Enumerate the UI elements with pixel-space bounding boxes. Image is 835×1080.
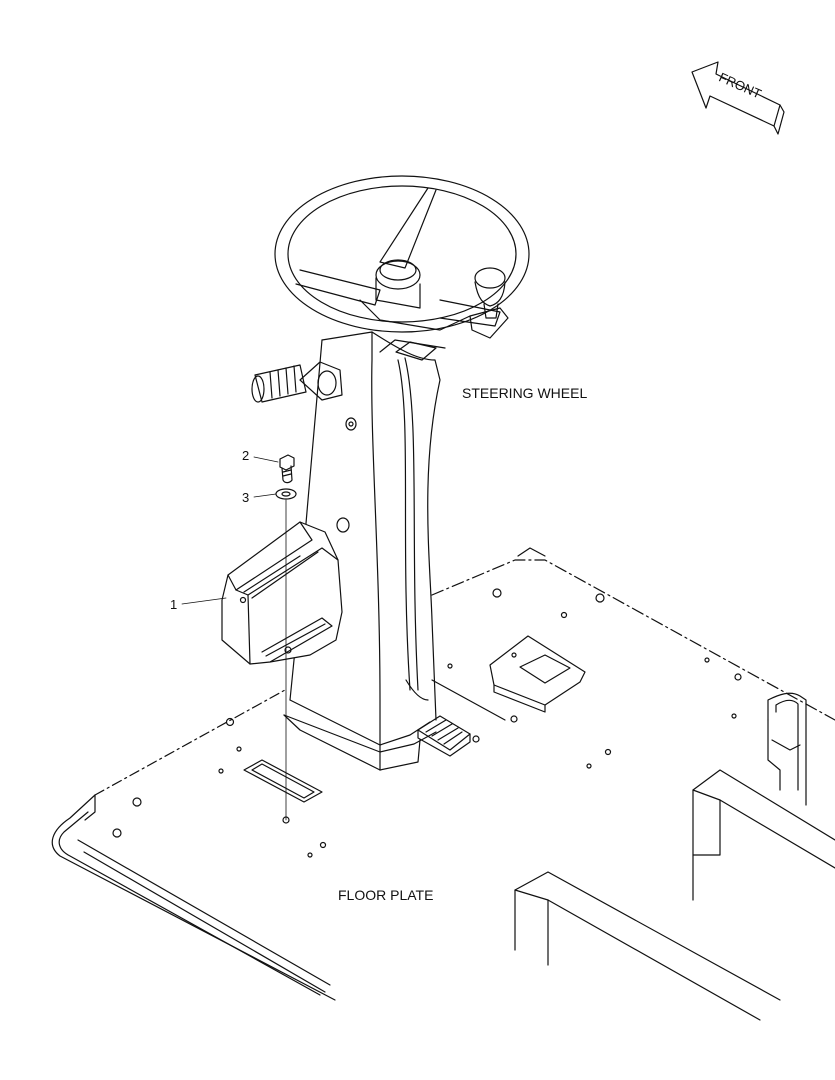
part-cover — [221, 521, 343, 665]
turn-signal-lever — [251, 361, 343, 403]
steering-wheel-label: STEERING WHEEL — [462, 385, 588, 401]
steering-wheel — [274, 175, 530, 361]
steering-column — [251, 331, 471, 771]
leader-line-3 — [253, 493, 277, 498]
callout-2: 2 — [242, 448, 250, 463]
leader-line-2 — [253, 456, 279, 463]
pedal — [405, 679, 471, 757]
floor-plate-label: FLOOR PLATE — [338, 887, 434, 903]
front-arrow-icon: FRONT — [691, 61, 785, 135]
callout-1: 1 — [170, 597, 178, 612]
floor-plate — [51, 547, 835, 1021]
mounting-holes — [112, 547, 742, 858]
callout-3: 3 — [242, 490, 250, 505]
leader-line-1 — [181, 597, 227, 605]
bolt-icon — [279, 454, 295, 484]
washer-icon — [275, 488, 297, 500]
